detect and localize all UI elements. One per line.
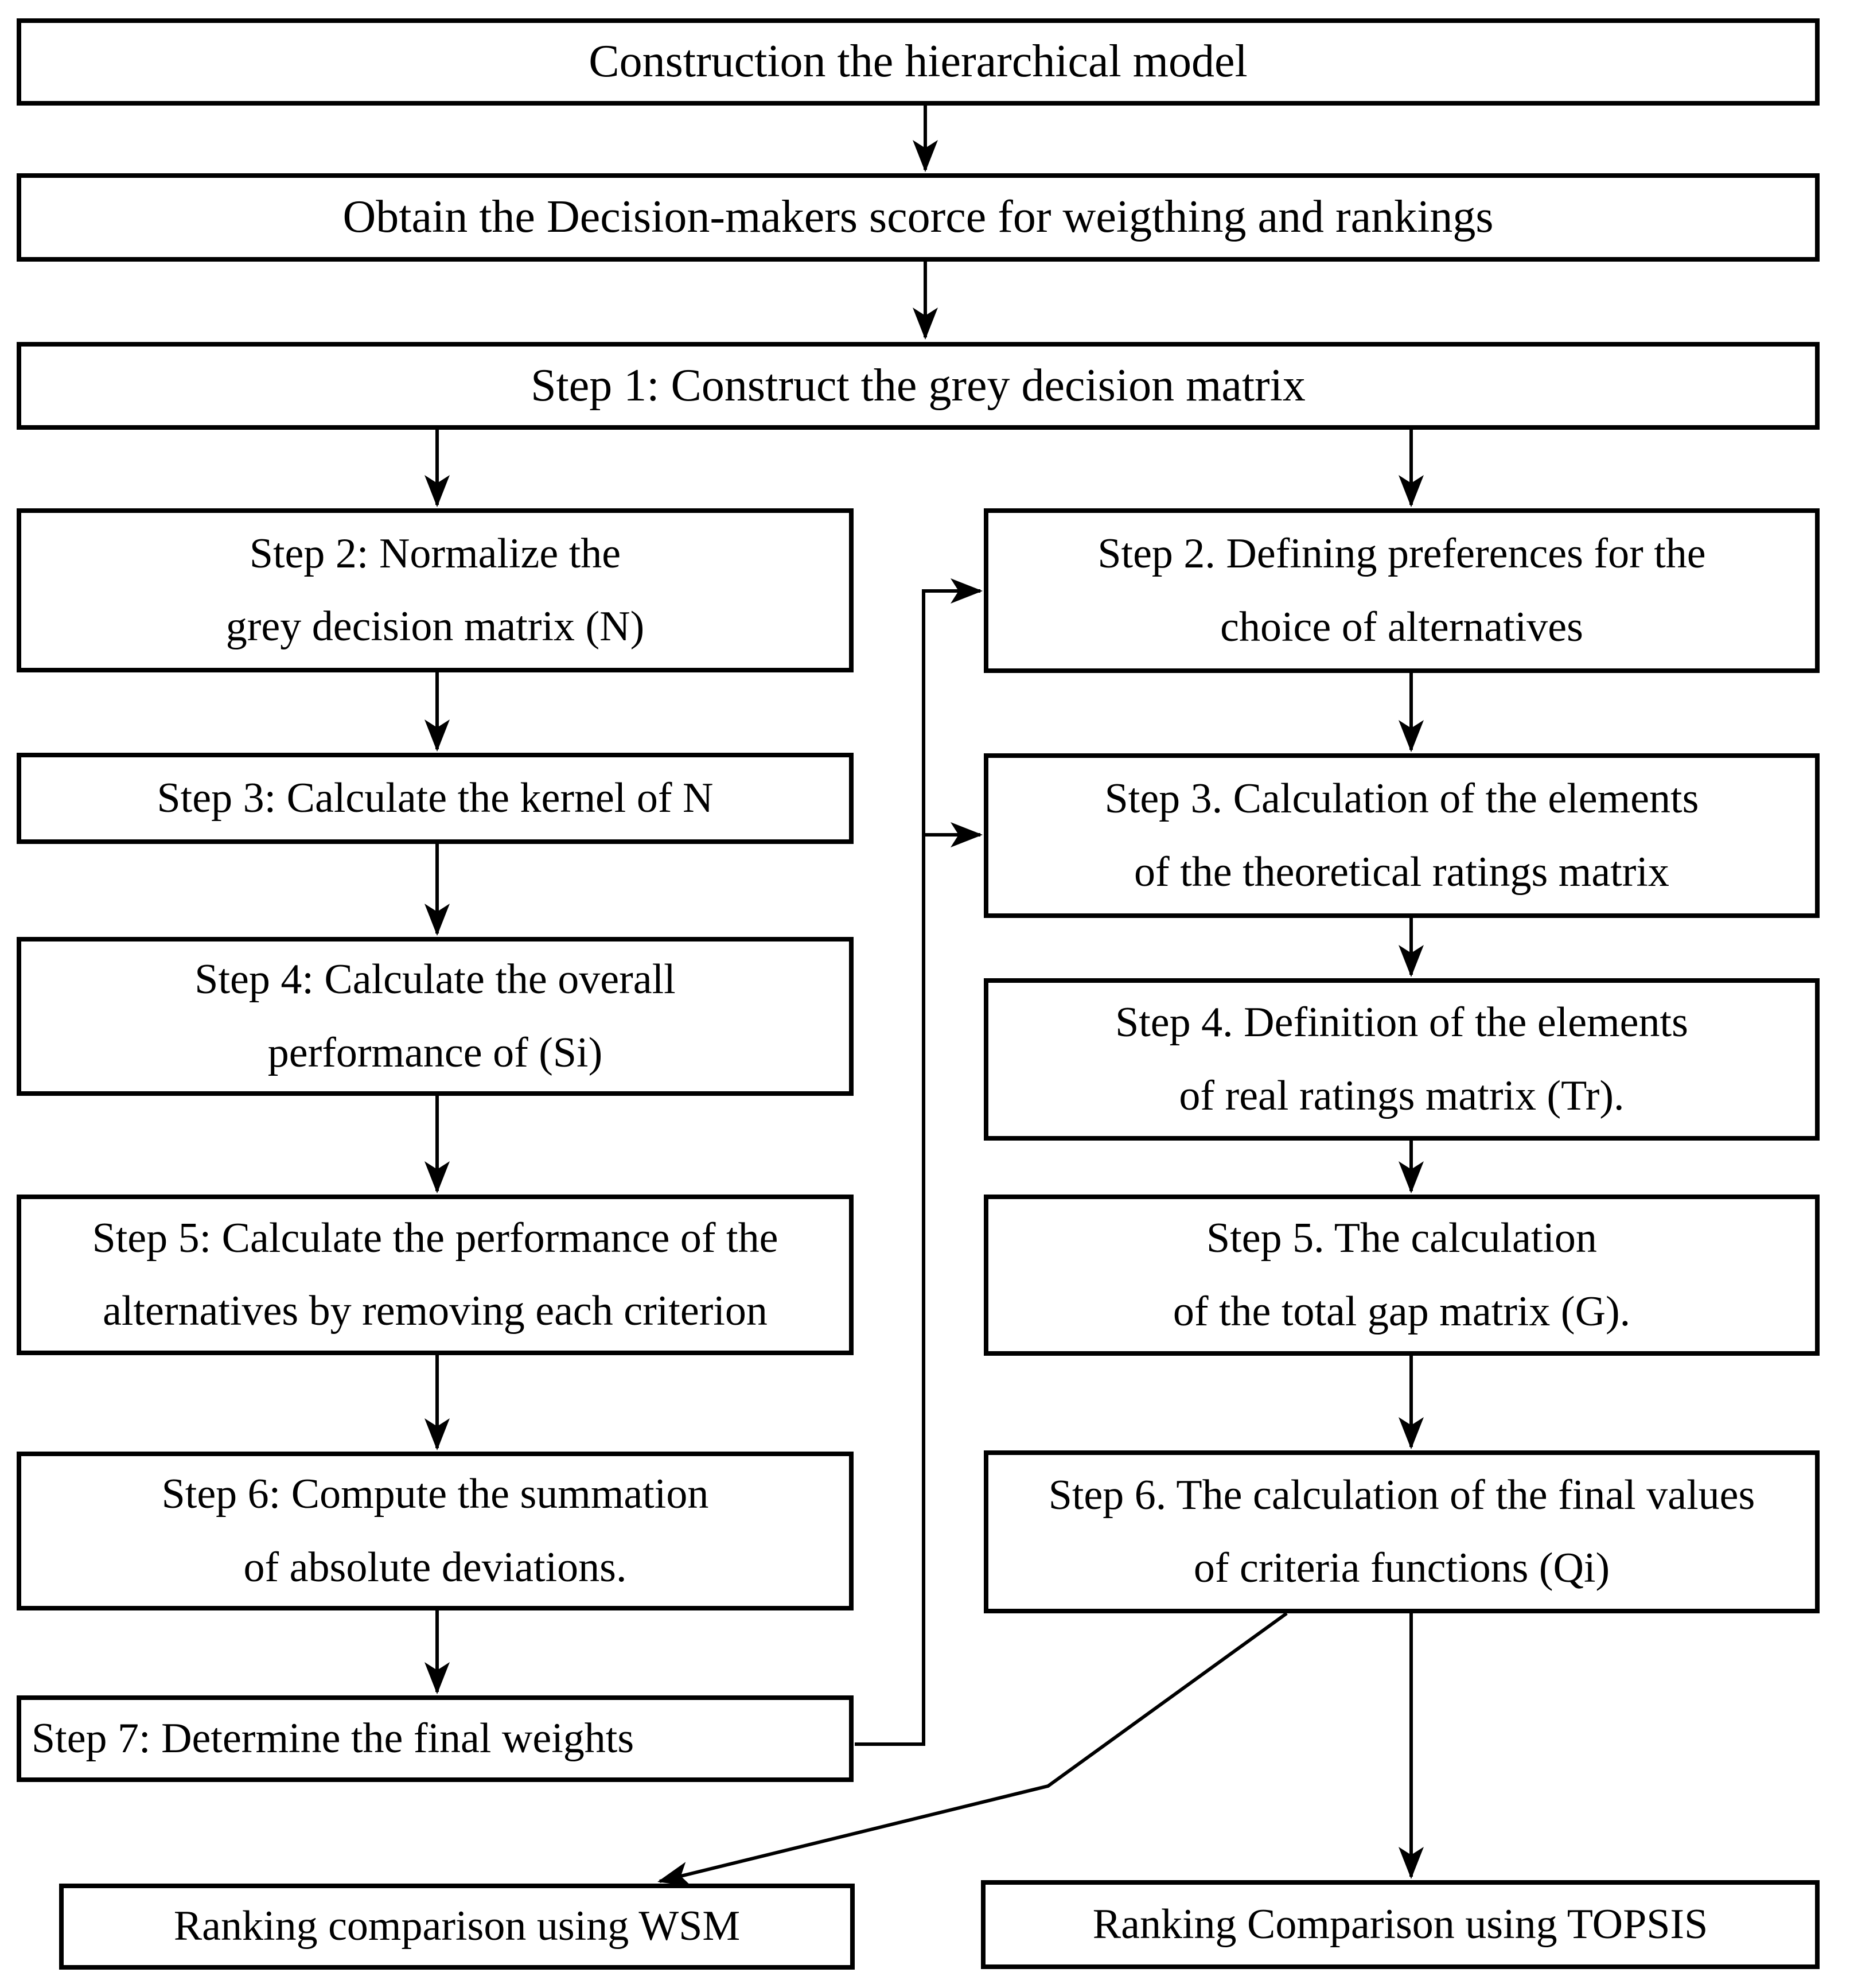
arrow-right-step6-wsm [657, 1612, 1288, 1886]
box-label-line2: grey decision matrix (N) [225, 603, 645, 650]
flow-box-right-step6-final-values-qi: Step 6. The calculation of the final val… [984, 1450, 1820, 1613]
flow-box-right-step5-total-gap-matrix: Step 5. The calculation of the total gap… [984, 1195, 1820, 1356]
flow-box-step1-grey-decision-matrix: Step 1: Construct the grey decision matr… [17, 342, 1820, 430]
flow-box-left-step4-overall-performance: Step 4: Calculate the overall performanc… [17, 937, 854, 1096]
box-label: Step 7: Determine the final weights [32, 1714, 634, 1762]
box-label: Step 3: Calculate the kernel of N [157, 774, 714, 822]
box-label: Ranking comparison using WSM [173, 1903, 741, 1950]
box-label-line1: Step 6. The calculation of the final val… [1048, 1471, 1755, 1519]
box-label-line2: of the theoretical ratings matrix [1134, 848, 1669, 896]
flow-box-ranking-wsm: Ranking comparison using WSM [59, 1884, 855, 1970]
flow-box-right-step4-real-ratings-matrix: Step 4. Definition of the elements of re… [984, 978, 1820, 1141]
box-label-line2: alternatives by removing each criterion [103, 1287, 768, 1335]
flow-box-left-step2-normalize: Step 2: Normalize the grey decision matr… [17, 508, 854, 672]
box-label: Ranking Comparison using TOPSIS [1092, 1900, 1708, 1948]
box-label-line1: Step 4: Calculate the overall [194, 956, 676, 1003]
box-label-line1: Step 3. Calculation of the elements [1104, 775, 1699, 823]
flow-box-construct-hierarchical-model: Construction the hierarchical model [17, 18, 1820, 106]
flow-box-ranking-topsis: Ranking Comparison using TOPSIS [981, 1880, 1820, 1969]
flow-box-left-step6-summation-deviations: Step 6: Compute the summation of absolut… [17, 1452, 854, 1610]
box-label: Construction the hierarchical model [589, 36, 1248, 87]
connector-step7-right-step2 [855, 578, 983, 1746]
box-label-line2: of criteria functions (Qi) [1193, 1545, 1610, 1592]
box-label-line1: Step 4. Definition of the elements [1115, 999, 1688, 1046]
flow-box-step7-final-weights: Step 7: Determine the final weights [17, 1695, 854, 1782]
flow-box-right-step3-theoretical-ratings: Step 3. Calculation of the elements of t… [984, 753, 1820, 918]
box-label-line1: Step 6: Compute the summation [161, 1470, 709, 1518]
flow-box-obtain-decision-makers-score: Obtain the Decision-makers scorce for we… [17, 173, 1820, 262]
box-label-line1: Step 5: Calculate the performance of the [92, 1214, 778, 1262]
box-label-line1: Step 5. The calculation [1206, 1215, 1597, 1262]
flow-box-left-step5-removing-criterion: Step 5: Calculate the performance of the… [17, 1195, 854, 1355]
box-label: Obtain the Decision-makers scorce for we… [342, 192, 1494, 243]
flow-box-right-step2-defining-preferences: Step 2. Defining preferences for the cho… [984, 508, 1820, 673]
box-label-line2: of real ratings matrix (Tr). [1179, 1072, 1625, 1119]
flow-box-left-step3-kernel: Step 3: Calculate the kernel of N [17, 753, 854, 844]
box-label-line2: of the total gap matrix (G). [1173, 1287, 1631, 1335]
box-label-line1: Step 2. Defining preferences for the [1097, 530, 1706, 578]
box-label-line2: performance of (Si) [267, 1029, 603, 1076]
box-label-line1: Step 2: Normalize the [249, 530, 621, 577]
box-label-line2: choice of alternatives [1220, 603, 1583, 651]
box-label-line2: of absolute deviations. [243, 1543, 627, 1591]
box-label: Step 1: Construct the grey decision matr… [531, 360, 1306, 411]
